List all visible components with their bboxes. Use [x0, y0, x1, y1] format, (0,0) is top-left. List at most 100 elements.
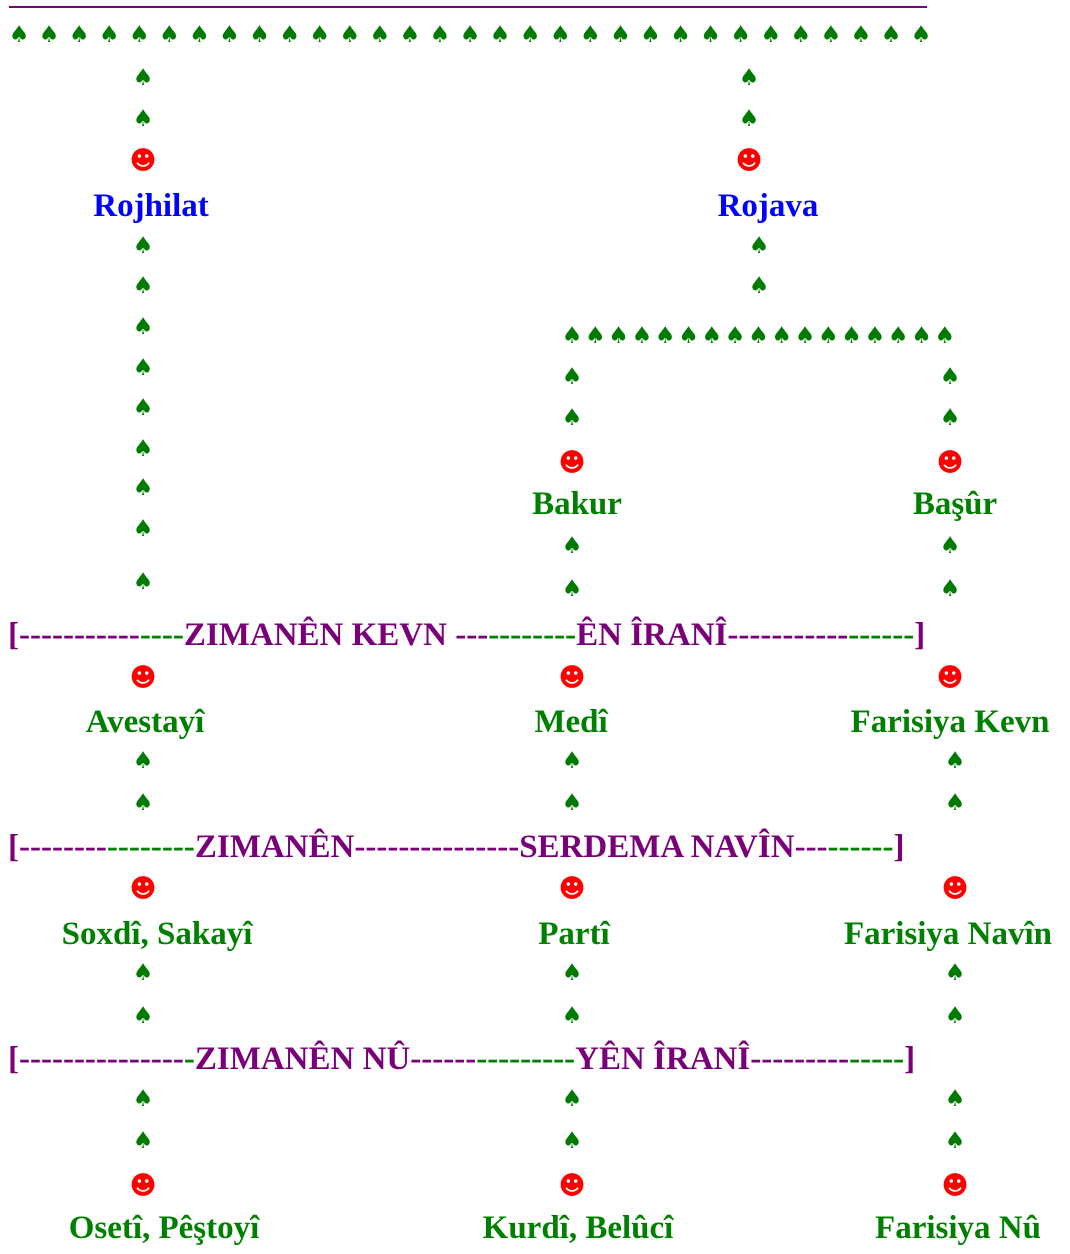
branch-spade: ♠ — [132, 1003, 154, 1029]
branch-spade: ♠ — [561, 323, 583, 349]
branch-spade: ♠ — [794, 323, 816, 349]
branch-spade: ♠ — [132, 1128, 154, 1154]
label-sogdian-saka: Soxdî, Sakayî — [61, 916, 253, 952]
band-old-iranian: [---------------ZIMANÊN KEVN -----------… — [8, 617, 926, 653]
branch-spade: ♠ — [561, 364, 583, 390]
branch-spade: ♠ — [944, 748, 966, 774]
branch-spade: ♠ — [939, 364, 961, 390]
branch-spade: ♠ — [771, 323, 792, 349]
label-old-persian: Farisiya Kevn — [850, 704, 1050, 740]
branch-spade: ♠ — [910, 22, 932, 48]
branch-spade: ♠ — [132, 516, 154, 542]
branch-spade: ♠ — [610, 22, 631, 48]
branch-spade: ♠ — [700, 22, 721, 48]
branch-spade: ♠ — [730, 22, 751, 48]
branch-spade: ♠ — [561, 1086, 583, 1112]
branch-spade: ♠ — [561, 790, 583, 816]
branch-spade: ♠ — [670, 22, 691, 48]
branch-spade: ♠ — [132, 790, 154, 816]
branch-spade: ♠ — [38, 22, 60, 48]
branch-spade: ♠ — [489, 22, 511, 48]
node-smiley: ☻ — [558, 1171, 586, 1201]
branch-spade: ♠ — [580, 22, 601, 48]
label-avestan: Avestayî — [85, 704, 205, 740]
branch-spade: ♠ — [132, 65, 154, 91]
branch-spade: ♠ — [339, 22, 361, 48]
branch-spade: ♠ — [944, 1086, 966, 1112]
branch-spade: ♠ — [584, 323, 606, 349]
branch-spade: ♠ — [549, 22, 571, 48]
label-bakur: Bakur — [532, 486, 622, 522]
branch-spade: ♠ — [939, 576, 961, 602]
branch-spade: ♠ — [678, 323, 699, 349]
branch-spade: ♠ — [249, 22, 270, 48]
label-ossetic-pashto: Osetî, Pêştoyî — [68, 1210, 260, 1246]
branch-spade: ♠ — [399, 22, 421, 48]
branch-spade: ♠ — [219, 22, 240, 48]
band-new-iranian: [----------------ZIMANÊN NÛ-------------… — [8, 1041, 916, 1077]
node-smiley: ☻ — [941, 1171, 969, 1201]
branch-spade: ♠ — [640, 22, 661, 48]
branch-spade: ♠ — [944, 1003, 966, 1029]
branch-spade: ♠ — [864, 323, 886, 349]
branch-spade: ♠ — [429, 22, 451, 48]
node-smiley: ☻ — [129, 874, 157, 904]
branch-spade: ♠ — [748, 273, 770, 299]
branch-spade: ♠ — [820, 22, 842, 48]
branch-spade: ♠ — [132, 748, 154, 774]
branch-spade: ♠ — [654, 323, 676, 349]
node-smiley: ☻ — [941, 874, 969, 904]
branch-spade: ♠ — [132, 273, 154, 299]
node-smiley: ☻ — [129, 146, 157, 176]
branch-spade: ♠ — [841, 323, 862, 349]
top-rule — [9, 6, 927, 8]
branch-spade: ♠ — [944, 1128, 966, 1154]
branch-spade: ♠ — [132, 355, 154, 381]
branch-spade: ♠ — [132, 436, 154, 462]
branch-spade: ♠ — [944, 960, 966, 986]
branch-spade: ♠ — [911, 323, 932, 349]
label-middle-persian: Farisiya Navîn — [843, 916, 1053, 952]
branch-spade: ♠ — [132, 106, 154, 132]
label-bashur: Başûr — [912, 486, 998, 522]
branch-spade: ♠ — [561, 576, 583, 602]
label-kurdish-baluchi: Kurdî, Belûcî — [482, 1210, 674, 1246]
branch-spade: ♠ — [880, 22, 902, 48]
band-middle-iranian: [----------------ZIMANÊN---------------S… — [8, 829, 905, 865]
branch-spade: ♠ — [631, 323, 653, 349]
branch-spade: ♠ — [790, 22, 812, 48]
branch-spade: ♠ — [128, 22, 150, 48]
branch-spade: ♠ — [939, 405, 961, 431]
branch-spade: ♠ — [561, 1003, 583, 1029]
branch-spade: ♠ — [159, 22, 180, 48]
branch-spade: ♠ — [132, 960, 154, 986]
branch-spade: ♠ — [68, 22, 90, 48]
node-smiley: ☻ — [558, 663, 586, 693]
branch-spade: ♠ — [748, 233, 770, 259]
branch-spade: ♠ — [279, 22, 300, 48]
branch-spade: ♠ — [561, 405, 583, 431]
node-smiley: ☻ — [936, 448, 964, 478]
branch-spade: ♠ — [934, 323, 956, 349]
branch-spade: ♠ — [132, 569, 154, 595]
branch-spade: ♠ — [132, 1086, 154, 1112]
branch-spade: ♠ — [189, 22, 210, 48]
branch-spade: ♠ — [561, 533, 583, 559]
branch-spade: ♠ — [850, 22, 872, 48]
node-smiley: ☻ — [558, 448, 586, 478]
branch-spade: ♠ — [817, 323, 839, 349]
node-smiley: ☻ — [129, 1171, 157, 1201]
branch-spade: ♠ — [887, 323, 909, 349]
branch-spade: ♠ — [519, 22, 541, 48]
branch-spade: ♠ — [738, 106, 760, 132]
label-new-persian: Farisiya Nû — [875, 1210, 1041, 1246]
branch-spade: ♠ — [760, 22, 782, 48]
branch-spade: ♠ — [561, 748, 583, 774]
label-parthian: Partî — [538, 916, 610, 952]
branch-spade: ♠ — [8, 22, 30, 48]
branch-spade: ♠ — [944, 790, 966, 816]
branch-spade: ♠ — [132, 475, 154, 501]
branch-spade: ♠ — [309, 22, 330, 48]
branch-spade: ♠ — [132, 395, 154, 421]
label-rojhilat: Rojhilat — [93, 188, 209, 224]
